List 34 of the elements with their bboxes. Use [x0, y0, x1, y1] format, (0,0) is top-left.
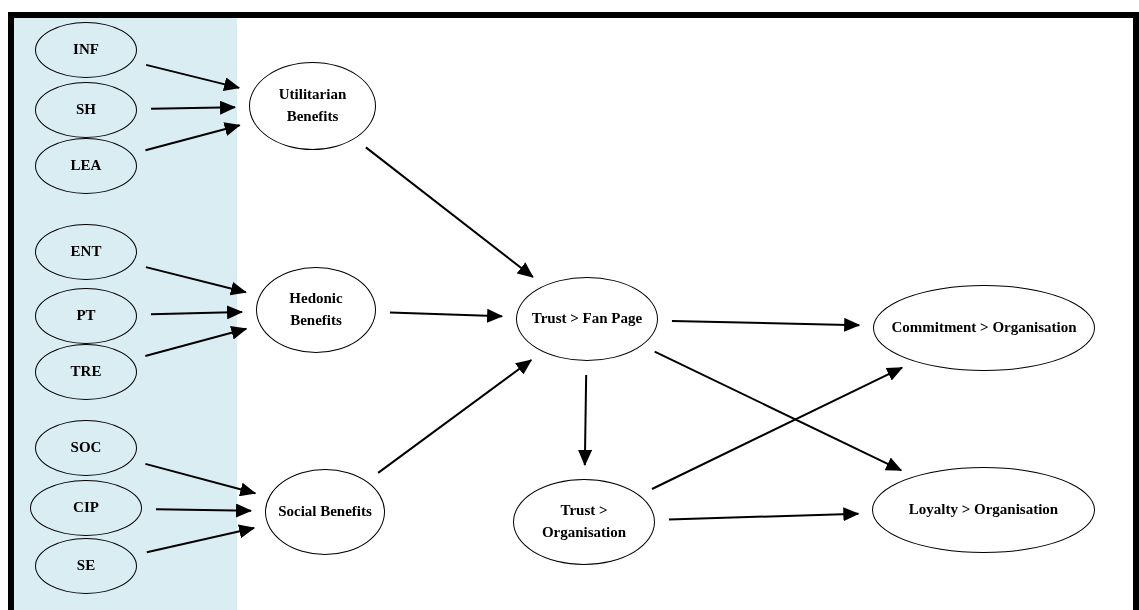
construct-label: ENT: [70, 242, 102, 262]
arrow: [154, 503, 252, 518]
construct-label: SE: [76, 556, 96, 576]
construct-label: Hedonic Benefits: [288, 289, 344, 330]
construct-label: Trust > Fan Page: [531, 309, 643, 329]
arrow: [653, 350, 903, 472]
arrow: [144, 122, 241, 152]
construct-label: INF: [73, 40, 99, 60]
construct-label: CIP: [73, 498, 99, 518]
construct-label: PT: [76, 306, 96, 326]
arrow: [377, 359, 533, 474]
construct-label: Utilitarian Benefits: [277, 85, 348, 126]
construct-label: Trust > Organisation: [540, 501, 628, 542]
construct-label: LEA: [70, 156, 102, 176]
arrow: [149, 305, 244, 320]
arrow: [651, 366, 904, 490]
construct-label: Social Benefits: [278, 502, 372, 522]
arrow: [388, 308, 504, 323]
arrow: [670, 317, 861, 332]
arrow: [145, 524, 256, 554]
construct-label: SOC: [70, 438, 102, 458]
arrow: [144, 462, 257, 497]
arrow: [149, 100, 236, 115]
construct-label: Commitment > Organisation: [891, 318, 1077, 338]
arrow: [145, 63, 241, 92]
background-panel: [14, 18, 237, 610]
arrow: [578, 374, 593, 466]
arrow: [144, 325, 248, 357]
construct-label: Loyalty > Organisation: [908, 500, 1059, 520]
construct-label: TRE: [70, 362, 102, 382]
arrow: [364, 146, 534, 278]
arrow: [667, 507, 860, 522]
construct-label: SH: [76, 100, 96, 120]
arrow: [144, 266, 247, 296]
